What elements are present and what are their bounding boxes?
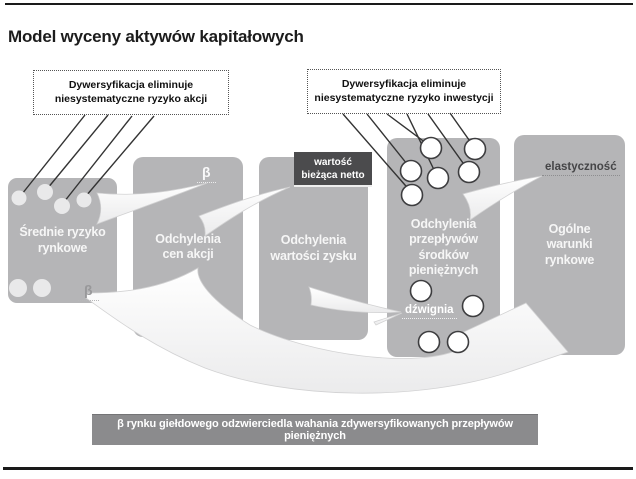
- bottom-rule: [3, 467, 633, 470]
- elasticity-tag: elastyczność: [542, 161, 620, 176]
- callout-diversification-investments: Dywersyfikacja eliminuje niesystematyczn…: [307, 69, 501, 114]
- callout-diversification-stocks: Dywersyfikacja eliminuje niesystematyczn…: [33, 70, 229, 115]
- callout-text-line: niesystematyczne ryzyko akcji: [54, 92, 208, 105]
- footer-statement-bar: β rynku giełdowego odzwierciedla wahania…: [92, 414, 538, 445]
- beta-tag-top: β: [197, 164, 216, 183]
- diagram-title: Model wyceny aktywów kapitałowych: [8, 27, 304, 46]
- box-share-price-deviations: Odchylenia cen akcji: [133, 157, 243, 337]
- box-average-market-risk: Średnie ryzyko rynkowe: [8, 178, 117, 303]
- box-label: Odchylenia przepływów środków pieniężnyc…: [408, 217, 479, 277]
- callout-text-line: Dywersyfikacja eliminuje: [68, 78, 194, 91]
- box-label: Odchylenia cen akcji: [155, 231, 221, 261]
- net-present-value-tag: wartość bieżąca netto: [294, 152, 372, 187]
- box-label: Ogólne warunki rynkowe: [544, 222, 595, 267]
- box-general-market-conditions: Ogólne warunki rynkowe: [514, 135, 625, 355]
- leverage-tag: dźwignia: [402, 304, 457, 319]
- beta-tag-bottom: β: [78, 282, 99, 301]
- footer-statement-text: β rynku giełdowego odzwierciedla wahania…: [117, 418, 513, 442]
- callout-text-line: Dywersyfikacja eliminuje: [341, 77, 467, 90]
- top-rule: [5, 3, 633, 5]
- callout-text-line: niesystematyczne ryzyko inwestycji: [314, 91, 494, 104]
- box-label: Średnie ryzyko rynkowe: [19, 225, 106, 255]
- box-cash-flow-deviations: Odchylenia przepływów środków pieniężnyc…: [387, 138, 500, 357]
- box-label: Odchylenia wartości zysku: [270, 233, 357, 263]
